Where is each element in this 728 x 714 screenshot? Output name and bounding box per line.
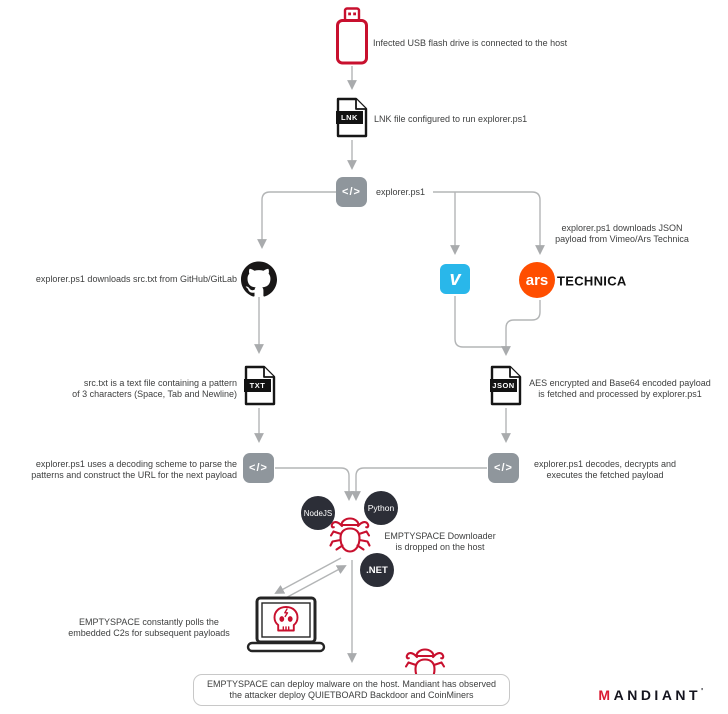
usb-caption: Infected USB flash drive is connected to… [373, 37, 568, 48]
github-icon [241, 261, 277, 297]
ars-technica-wordmark: TECHNICA [557, 273, 627, 289]
lnk-file-icon: LNK [336, 97, 368, 138]
mandiant-logo-m: M [598, 687, 614, 703]
explorer-label: explorer.ps1 [376, 186, 426, 197]
code-icon: </> [488, 453, 519, 483]
laptop-skull-icon [246, 596, 326, 653]
txt-caption: src.txt is a text file containing a patt… [72, 378, 237, 399]
deploy-note: EMPTYSPACE can deploy malware on the hos… [193, 674, 510, 706]
decode-right-caption: explorer.ps1 decodes, decrypts and execu… [533, 459, 677, 480]
ars-technica-icon: ars [519, 262, 555, 298]
decode-left-caption: explorer.ps1 uses a decoding scheme to p… [31, 459, 237, 480]
nodejs-badge: NodeJS [301, 496, 335, 530]
usb-drive-icon [336, 7, 368, 65]
bug-icon [329, 517, 371, 553]
lnk-caption: LNK file configured to run explorer.ps1 [374, 113, 528, 124]
vimeo-ars-caption: explorer.ps1 downloads JSON payload from… [555, 223, 689, 244]
python-badge: Python [364, 491, 398, 525]
vimeo-icon: v [440, 264, 470, 294]
mandiant-logo: MANDIANT' [598, 687, 703, 703]
emptyspace-caption: EMPTYSPACE Downloader is dropped on the … [384, 531, 496, 552]
json-caption: AES encrypted and Base64 encoded payload… [529, 378, 711, 399]
lnk-badge: LNK [336, 111, 363, 124]
dotnet-badge: .NET [360, 553, 394, 587]
txt-badge: TXT [244, 379, 271, 392]
json-file-icon: JSON [490, 365, 522, 406]
c2-caption: EMPTYSPACE constantly polls the embedded… [68, 617, 230, 638]
github-caption: explorer.ps1 downloads src.txt from GitH… [35, 273, 237, 284]
txt-file-icon: TXT [244, 365, 276, 406]
json-badge: JSON [490, 379, 517, 392]
code-icon: </> [243, 453, 274, 483]
code-icon: </> [336, 177, 367, 207]
